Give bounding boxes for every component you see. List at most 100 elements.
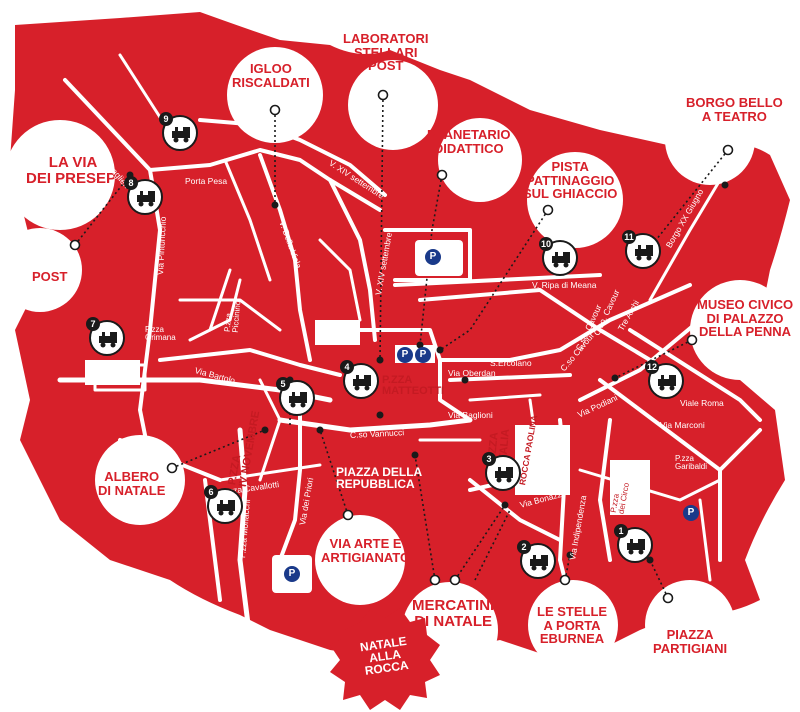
train-icon [172,127,190,143]
poi-line: LE STELLE [537,604,608,619]
poi-line: LABORATORI [343,31,429,46]
poi-line: PIAZZA [666,627,714,642]
poi-line: DEI PRESEPI [26,169,121,187]
train-stop[interactable]: 7 [86,317,125,356]
poi-museo: MUSEO CIVICO DI PALAZZO DELLA PENNA [697,298,793,339]
train-number: 11 [622,230,636,244]
train-stop[interactable]: 5 [276,377,315,416]
train-number: 8 [124,176,138,190]
poi-arte: VIA ARTE E ARTIGIANATO [321,537,410,564]
poi-line: DI NATALE [98,482,166,498]
train-icon [137,191,155,207]
poi-line: DELLA PENNA [699,324,792,340]
road-network [57,53,762,643]
train-icon [495,467,513,483]
train-number: 5 [276,377,290,391]
poi-line: STELLARI [353,44,418,60]
train-icon [99,332,117,348]
train-stop[interactable]: 3 [482,452,521,491]
poi-borgo: BORGO BELLO A TEATRO [686,96,783,123]
poi-line: POST [368,58,404,74]
poi-line: DI PALAZZO [706,310,784,326]
poi-line: SUL GHIACCIO [523,186,618,202]
poi-line: ARTIGIANATO [321,549,411,565]
poi-line: MERCATINI [412,597,495,614]
poi-igloo: IGLOO RISCALDATI [232,62,310,89]
train-number: 6 [204,485,218,499]
train-number: 4 [340,360,354,374]
poi-line: DIDATTICO [433,140,504,156]
poi-line: ALBERO [104,469,160,484]
poi-pista: PISTA PATTINAGGIO SUL GHIACCIO [523,160,617,201]
poi-line: PARTIGIANI [653,640,728,656]
train-stop[interactable]: 8 [124,176,163,215]
square-line: MATTEOTTI [382,385,445,397]
street-viale-roma: Viale Roma [680,398,724,408]
train-stop[interactable]: 9 [159,112,198,151]
poi-line: A PORTA [543,617,601,633]
poi-albero: ALBERO DI NATALE [98,470,165,497]
train-number: 10 [539,237,553,251]
train-stop[interactable]: 11 [622,230,661,269]
train-stop[interactable]: 1 [614,524,653,563]
logo-text: NATALE ALLA ROCCA [351,634,419,679]
poi-mercatini: MERCATINI DI NATALE [412,598,494,630]
square-line: REPUBBLICA [336,477,415,491]
leader-dots [126,171,729,564]
street-ercolano: S.Ercolano [490,358,532,368]
train-icon [552,252,570,268]
train-number: 12 [645,360,659,374]
train-stop[interactable]: 10 [539,237,578,276]
square-line: P.ZZA [382,374,413,386]
poi-line: MUSEO CIVICO [697,297,794,312]
train-number: 2 [517,540,531,554]
train-icon [530,555,548,571]
poi-line: BORGO BELLO [686,95,783,110]
train-number: 7 [86,317,100,331]
poi-line: RISCALDATI [232,74,310,90]
train-icon [217,500,235,516]
poi-planetario: PLANETARIO DIDATTICO [427,128,511,155]
train-stop[interactable]: 12 [645,360,684,399]
poi-line: VIA ARTE E [329,536,402,551]
poi-line: PATTINAGGIO [526,172,615,188]
poi-line: PISTA [551,159,589,174]
train-stop[interactable]: 2 [517,540,556,579]
parking-icon[interactable]: P [397,347,413,363]
leader-lines [74,94,729,599]
poi-line: POST [32,269,68,284]
poi-partigiani: PIAZZA PARTIGIANI [653,628,727,655]
leader-endpoints [69,89,734,604]
poi-line: PLANETARIO [427,127,511,142]
square-line: PIAZZA DELLA [336,465,423,479]
poi-line: A TEATRO [701,108,767,124]
poi-post: POST [32,270,67,284]
train-stop[interactable]: 4 [340,360,379,399]
train-stop[interactable]: 6 [204,485,243,524]
train-number: 3 [482,452,496,466]
parking-icon[interactable]: P [284,566,300,582]
street-ripa-meana: V. Ripa di Meana [532,280,597,290]
train-icon [658,375,676,391]
train-number: 1 [614,524,628,538]
square-matteotti: P.ZZA MATTEOTTI [382,375,444,397]
parking-icon[interactable]: P [415,347,431,363]
poi-laboratori: LABORATORI STELLARI POST [343,32,428,73]
train-icon [635,245,653,261]
poi-line: IGLOO [249,61,292,76]
train-icon [289,392,307,408]
parking-icon[interactable]: P [425,249,441,265]
poi-presepi: LA VIA DEI PRESEPI [26,155,120,187]
street-marconi: Via Marconi [660,420,705,430]
logo-splat [330,608,440,710]
parking-icon[interactable]: P [683,505,699,521]
street-baglioni: Via Baglioni [448,410,493,420]
poi-line: EBURNEA [539,631,605,647]
poi-line: DI NATALE [414,612,492,630]
map-base [0,12,790,678]
